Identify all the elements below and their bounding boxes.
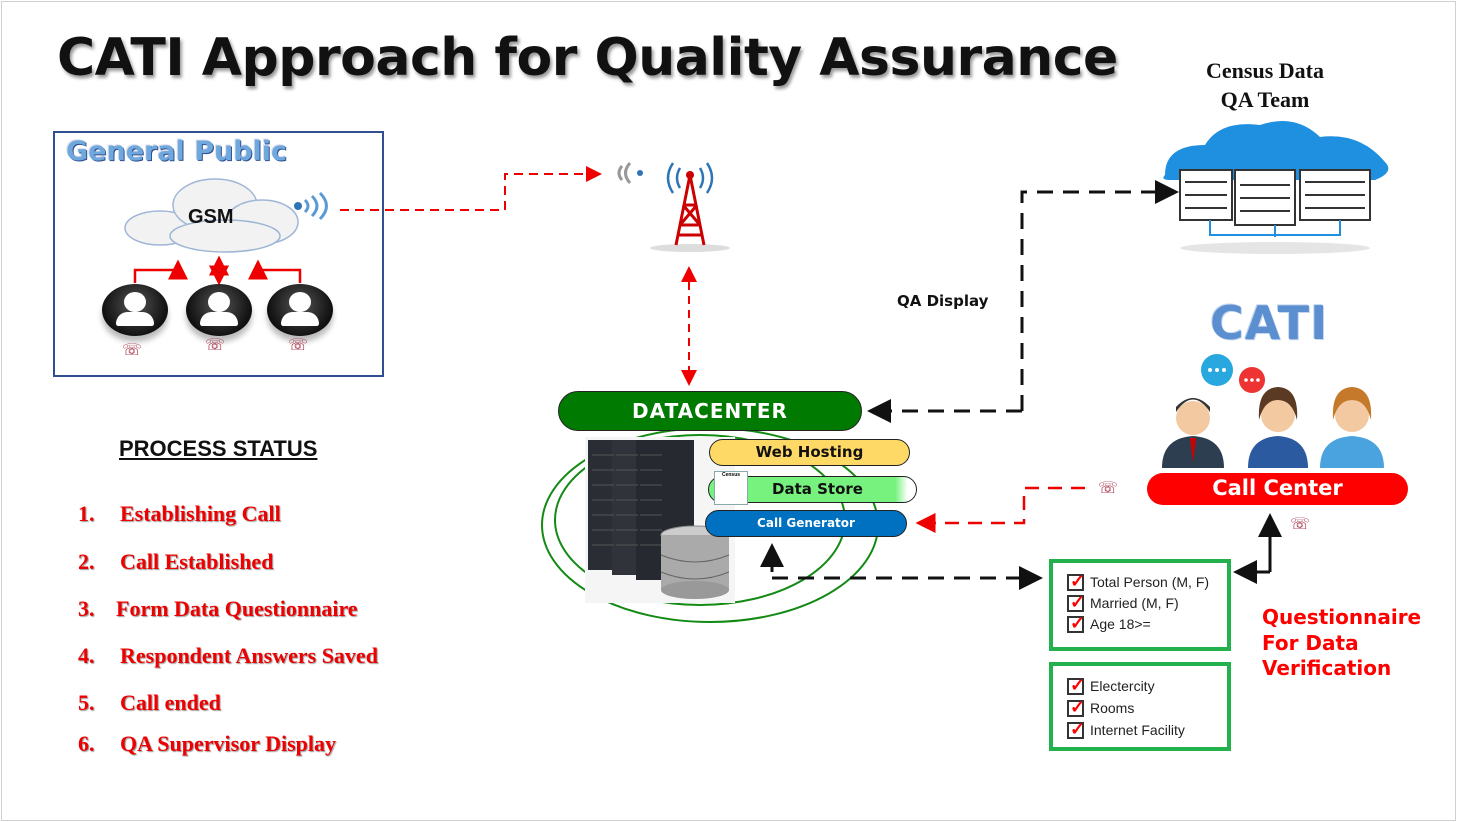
process-step: 1.Establishing Call [78,501,281,526]
census-document-icon: Census [714,471,748,505]
process-step: 5.Call ended [78,690,221,715]
user-avatar-icon [186,284,252,336]
checkbox-checked-icon: ✓ [1067,698,1085,717]
page-title: CATI Approach for Quality Assurance [57,28,1118,88]
process-status-title: PROCESS STATUS [119,436,318,461]
qa-display-label: QA Display [897,292,989,310]
cati-label: CATI [1210,296,1329,350]
checkbox-checked-icon: ✓ [1067,572,1085,591]
questionnaire-box-housing: ✓Electercity ✓Rooms ✓Internet Facility [1049,662,1231,751]
phone-icon: ☏ [205,337,226,354]
datacenter-banner: DATACENTER [558,391,862,431]
general-public-title: General Public [66,136,288,167]
checkbox-checked-icon: ✓ [1067,720,1085,739]
checkbox-checked-icon: ✓ [1067,593,1085,612]
checklist-item: ✓Internet Facility [1067,719,1227,741]
user-avatar-icon [267,284,333,336]
call-generator-pill: Call Generator [705,510,907,537]
general-public-panel [53,131,384,377]
checkbox-checked-icon: ✓ [1067,676,1085,695]
signal-dot [294,202,302,210]
user-links [133,255,302,286]
questionnaire-box-demographics: ✓Total Person (M, F) ✓Married (M, F) ✓Ag… [1049,559,1231,651]
web-hosting-pill: Web Hosting [709,439,910,466]
process-step: 4.Respondent Answers Saved [78,643,378,668]
signal-waves-icon [303,191,328,221]
gsm-label: GSM [188,206,234,228]
gsm-cloud-icon [124,178,299,253]
process-step: 2.Call Established [78,549,274,574]
phone-icon: ☏ [1098,480,1119,497]
call-center-banner: Call Center [1147,473,1408,505]
cell-tower-icon [650,162,730,252]
call-center-agents-icon [1162,354,1384,468]
checklist-item: ✓Age 18>= [1067,614,1227,635]
phone-icon: ☏ [1290,516,1311,533]
user-avatar-icon [102,284,168,336]
phone-icon: ☏ [122,342,143,359]
process-step: 6.QA Supervisor Display [78,731,336,756]
process-step: 3.Form Data Questionnaire [78,596,358,621]
checkbox-checked-icon: ✓ [1067,614,1085,633]
checklist-item: ✓Rooms [1067,697,1227,719]
checklist-item: ✓Married (M, F) [1067,593,1227,614]
checklist-item: ✓Total Person (M, F) [1067,572,1227,593]
wireless-waves-icon [617,161,643,185]
cloud-server-icon [1163,121,1389,254]
phone-icon: ☏ [288,337,309,354]
checklist-item: ✓Electercity [1067,675,1227,697]
